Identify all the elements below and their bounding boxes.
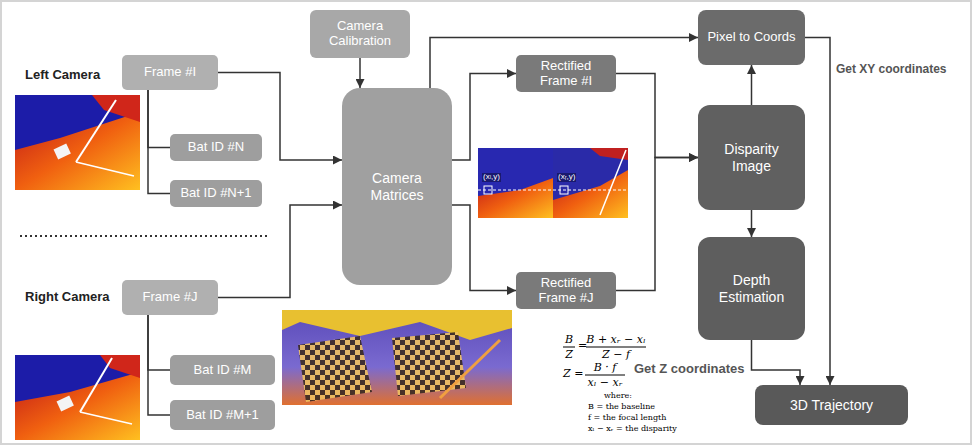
node-text: Frame #J [143,290,198,305]
connector-arrow [751,210,753,237]
process-box: Bat ID #N [170,134,262,161]
process-box: 3D Trajectory [755,385,908,425]
annotation-label: B · f [594,362,617,374]
node-text: Bat ID #N [188,140,244,155]
process-box: Camera Calibration [310,10,410,58]
fraction-bar [585,375,625,376]
turbine-blade [600,150,626,215]
connector-arrow [148,90,170,148]
node-text: Camera Calibration [316,19,404,49]
node-text: Rectified Frame #I [522,59,610,89]
thermal-image [15,355,140,440]
thermal-image-hot [15,112,140,190]
node-text: Rectified Frame #J [522,276,610,306]
node-text: Pixel to Coords [707,30,795,45]
epipolar-line [478,190,628,191]
connector-arrow [616,158,698,291]
fraction-bar [586,347,646,348]
connector-arrow [148,315,170,415]
annotation-label: Get XY coordinates [836,63,946,76]
annotation-label: xₗ − xᵣ [587,377,622,389]
process-box: Disparity Image [698,105,805,210]
rectified-image-hot [553,170,628,218]
annotation-label: B = the baseline [588,403,655,412]
node-text: Bat ID #N+1 [180,186,251,201]
connector-arrow [359,58,361,88]
turbine-blade [80,412,132,424]
rectified-image-right [553,148,628,218]
annotation-label: (xₗ,y) [482,173,501,182]
process-box: Rectified Frame #J [516,272,616,309]
annotation-label: Z = [563,368,583,380]
thermal-image-hot [92,95,140,122]
turbine-nacelle [54,144,71,160]
connector-arrow [616,74,698,158]
node-text: Disparity Image [704,141,799,173]
node-text: Depth Estimation [704,272,799,304]
connector-arrow [430,38,698,89]
annotation-label: B + xᵣ − xₗ [586,334,645,346]
annotation-label: = [578,340,587,352]
thermal-image [15,95,140,190]
annotation-label: Right Camera [25,290,110,304]
annotation-label: where: [604,392,632,401]
point-marker [484,186,492,194]
connector-arrow [751,65,753,105]
process-box: Rectified Frame #I [516,55,616,92]
turbine-blade [76,100,116,162]
node-text: 3D Trajectory [790,397,873,413]
calibration-image-structure [440,340,500,398]
process-box: Pixel to Coords [698,10,805,65]
process-box: Frame #I [122,55,218,90]
annotation-label: f = the focal length [588,414,666,423]
point-marker [560,186,568,194]
turbine-blade [76,162,134,176]
process-box: Bat ID #N+1 [170,180,262,207]
connector-arrow [752,340,801,385]
process-box: Camera Matrices [342,88,452,285]
turbine-blade [80,358,112,412]
connector-arrow [452,74,516,161]
fraction-bar [563,347,575,348]
process-box: Depth Estimation [698,237,805,340]
annotation-label: xₗ − xᵣ = the disparity [588,425,677,434]
node-text: Camera Matrices [348,170,446,202]
calibration-image [282,310,512,405]
calibration-image-structure [282,310,512,340]
connector-arrow [148,315,170,370]
annotation-label: B [565,334,573,346]
turbine-nacelle [57,396,74,412]
node-text: Bat ID #M+1 [186,408,259,423]
process-box: Frame #J [122,280,218,315]
separator-dotted-line [20,235,270,237]
annotation-label: (xᵣ,y) [557,173,576,182]
thermal-image-hot [15,372,140,440]
rectified-image-hot [478,178,553,218]
checkerboard [298,336,372,402]
annotation-label: Left Camera [25,68,100,82]
connector-arrow [218,205,342,298]
connector-arrow [148,90,170,194]
node-text: Frame #I [144,65,196,80]
process-box: Bat ID #M [170,355,275,385]
connector-arrow [805,38,830,386]
annotation-label: Z − f [602,349,630,361]
node-text: Bat ID #M [194,363,252,378]
annotation-label: Get Z coordinates [634,362,745,376]
process-box: Bat ID #M+1 [170,400,275,430]
annotation-label: Z [565,349,573,361]
checkerboard [392,332,466,396]
rectified-image-left [478,148,553,218]
connector-arrow [452,205,516,291]
